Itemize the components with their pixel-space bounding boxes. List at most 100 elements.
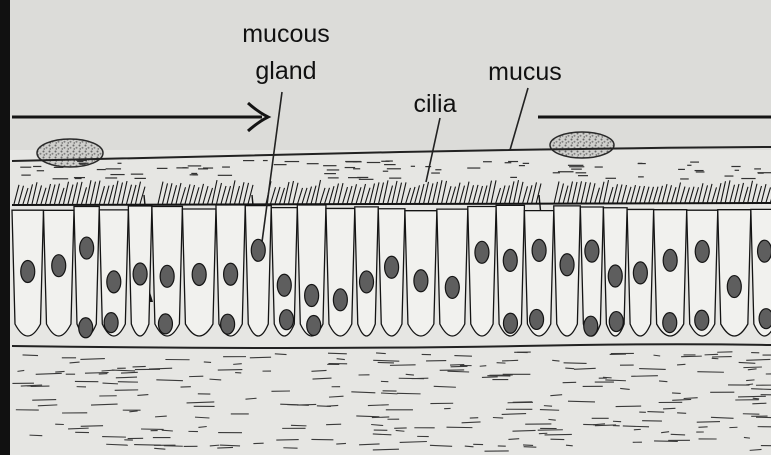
tissue-fiber (373, 449, 399, 450)
tissue-fiber (134, 445, 161, 446)
cell-nucleus (80, 237, 94, 259)
tissue-fiber (378, 362, 394, 363)
tissue-fiber (155, 416, 167, 417)
tissue-fiber (68, 428, 89, 429)
dust-particle (37, 139, 103, 167)
cell-nucleus (727, 276, 741, 298)
basal-nucleus (530, 309, 544, 329)
mucous-gland-label-line2: gland (255, 57, 316, 85)
basal-nucleus (104, 313, 118, 333)
cell-nucleus (414, 270, 428, 292)
tissue-fiber (465, 446, 474, 447)
tissue-fiber (631, 376, 658, 377)
tissue-fiber (671, 434, 685, 435)
tissue-fiber (502, 360, 518, 361)
tissue-fiber (564, 363, 587, 364)
basal-nucleus (307, 316, 321, 336)
tissue-fiber (217, 447, 233, 448)
basal-nucleus (503, 313, 517, 333)
tissue-fiber (85, 372, 109, 373)
tissue-fiber (616, 406, 642, 407)
basal-nucleus (79, 318, 93, 338)
cell-nucleus (503, 249, 517, 271)
cell-nucleus (52, 255, 66, 277)
cell-nucleus (224, 263, 238, 285)
tissue-fiber (568, 401, 595, 402)
tissue-fiber (512, 430, 535, 431)
cell-nucleus (107, 271, 121, 293)
tissue-fiber (566, 445, 573, 446)
tissue-fiber (677, 364, 685, 365)
tissue-fiber (376, 353, 386, 354)
tissue-fiber (275, 354, 287, 355)
tissue-fiber (336, 443, 346, 444)
cell-nucleus (277, 274, 291, 296)
basal-nucleus (584, 316, 598, 336)
basal-nucleus (221, 314, 235, 334)
tissue-fiber (698, 427, 707, 428)
tissue-fiber (32, 400, 56, 401)
tissue-fiber (681, 356, 702, 357)
tissue-fiber (738, 396, 766, 397)
tissue-fiber (482, 377, 498, 378)
cell-nucleus (663, 249, 677, 271)
tissue-fiber (752, 403, 766, 404)
tissue-fiber (55, 371, 64, 372)
cell-nucleus (758, 240, 771, 262)
basal-nucleus (663, 313, 677, 333)
cell-nucleus (633, 262, 647, 284)
tissue-fiber (233, 364, 242, 365)
tissue-fiber (540, 410, 559, 411)
mucous-gland-label-line1: mucous (242, 20, 330, 48)
tissue-fiber (328, 353, 347, 354)
cell-nucleus (133, 263, 147, 285)
dust-particle (550, 132, 614, 158)
tissue-fiber (250, 357, 271, 358)
mucus-label: mucus (488, 58, 562, 86)
cell-nucleus (445, 276, 459, 298)
cilia-label: cilia (413, 90, 456, 118)
tissue-fiber (647, 412, 664, 413)
cell-nucleus (585, 240, 599, 262)
tissue-fiber (746, 380, 754, 381)
tissue-fiber (454, 356, 472, 357)
tissue-fiber (121, 372, 138, 373)
epithelial-cells (12, 205, 771, 338)
tissue-fiber (545, 434, 572, 435)
cell-nucleus (360, 271, 374, 293)
tissue-fiber (697, 422, 720, 423)
cell-nucleus (305, 284, 319, 306)
cell-nucleus (560, 254, 574, 276)
tissue-fiber (23, 355, 38, 356)
tissue-fiber (326, 424, 341, 425)
upper-text-shadow (0, 0, 771, 150)
tissue-fiber (659, 381, 667, 382)
tissue-fiber (204, 362, 211, 363)
epithelial-cell (468, 206, 496, 336)
tissue-fiber (102, 437, 126, 438)
tissue-fiber (744, 437, 750, 438)
tissue-fiber (705, 354, 718, 355)
tissue-fiber (697, 372, 724, 373)
basal-nucleus (609, 312, 623, 332)
tissue-fiber (753, 398, 759, 399)
epithelial-cell (326, 208, 355, 336)
epithelial-cell (74, 206, 99, 336)
tissue-fiber (480, 366, 487, 367)
basal-nucleus (280, 310, 294, 330)
cell-nucleus (475, 241, 489, 263)
tissue-fiber (548, 419, 555, 420)
basal-nucleus (158, 314, 172, 334)
tissue-fiber (493, 417, 503, 418)
tissue-fiber (81, 426, 103, 427)
tissue-fiber (508, 439, 519, 440)
tissue-fiber (663, 408, 675, 409)
basal-nucleus (759, 309, 771, 329)
tissue-fiber (133, 366, 146, 367)
tissue-fiber (291, 425, 307, 426)
epithelial-cell (437, 209, 468, 336)
cell-nucleus (21, 260, 35, 282)
tissue-fiber (390, 365, 416, 366)
